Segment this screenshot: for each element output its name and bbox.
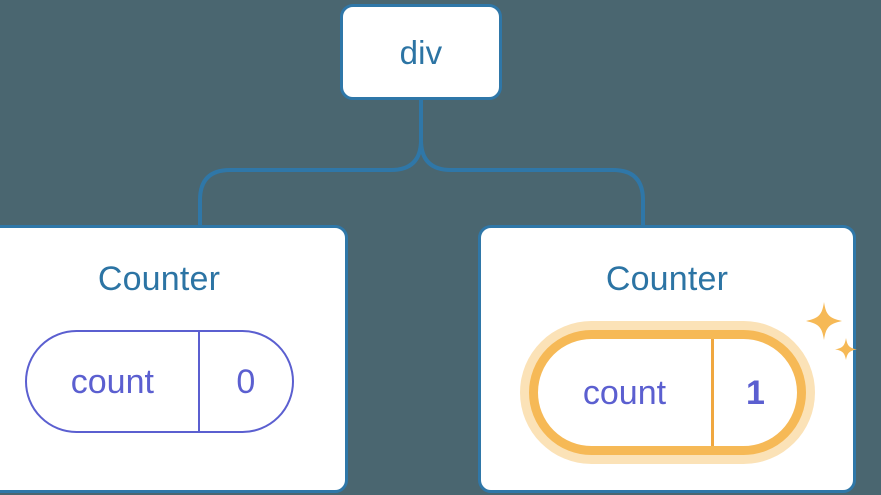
state-pill-left[interactable]: count 0	[24, 330, 294, 433]
sparkle-icon	[805, 302, 842, 340]
sparkle-icon	[834, 338, 857, 360]
state-key-right: count	[582, 373, 667, 412]
node-div[interactable]: div	[340, 4, 502, 100]
state-value-right: 1	[711, 339, 796, 446]
state-pill-right[interactable]: count 1	[528, 330, 806, 455]
node-counter-left[interactable]: Counter count 0	[0, 225, 348, 493]
node-counter-right-title: Counter	[605, 260, 729, 298]
connector-left	[198, 138, 423, 230]
node-div-label: div	[399, 33, 443, 71]
connector-right	[419, 98, 645, 230]
state-value-left: 0	[198, 332, 291, 431]
state-pill-wrapper-right: count 1	[528, 302, 857, 455]
node-counter-left-title: Counter	[97, 260, 221, 298]
sparkles-group	[805, 302, 857, 360]
state-pill-wrapper-left: count 0	[24, 330, 294, 433]
state-key-left: count	[70, 362, 154, 401]
node-counter-right[interactable]: Counter count 1	[478, 225, 857, 493]
